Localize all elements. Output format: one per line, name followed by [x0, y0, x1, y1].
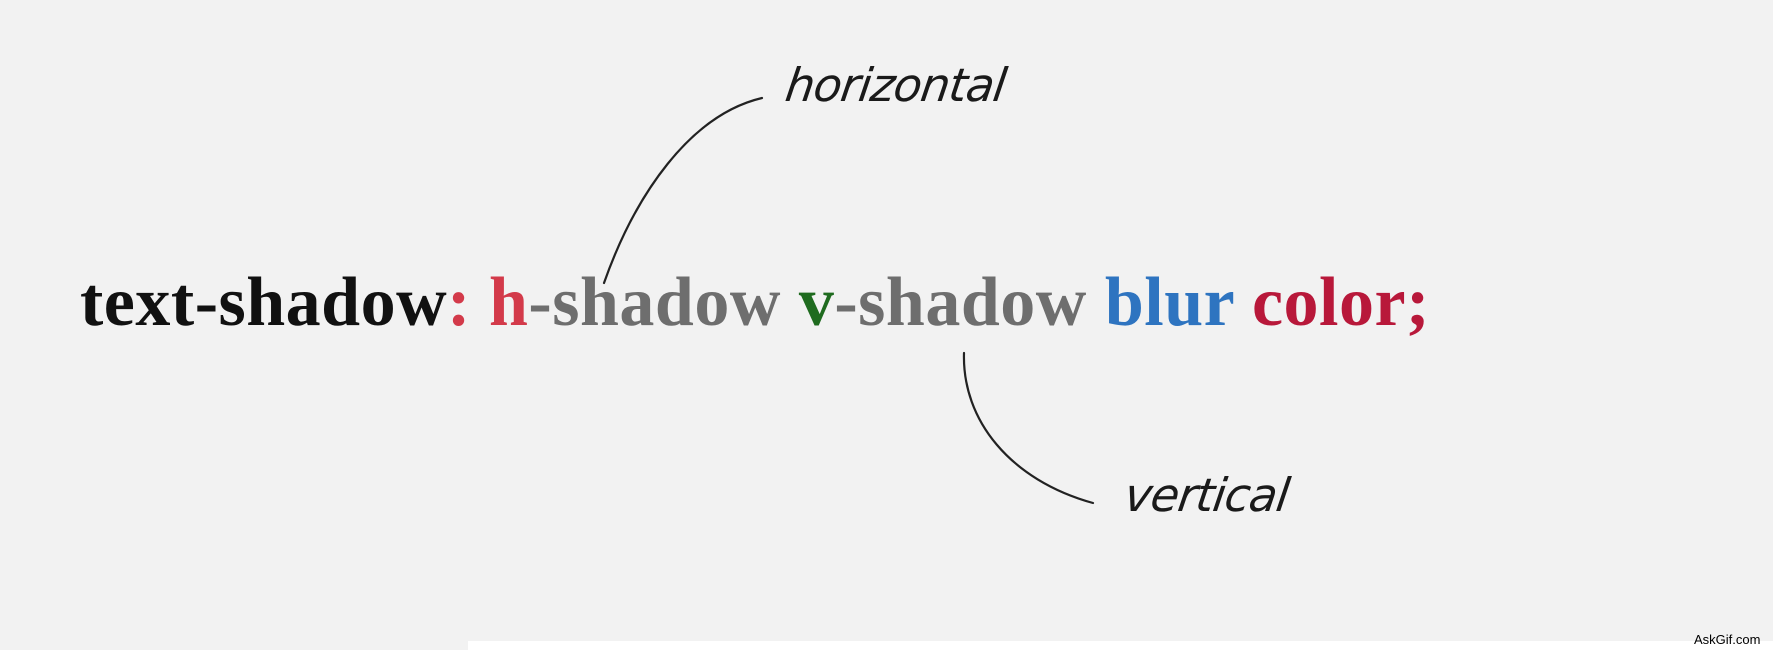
vertical-annotation: vertical: [1121, 468, 1293, 522]
h-letter: h: [488, 264, 529, 341]
text-shadow-syntax: text-shadow: h-shadow v-shadow blur colo…: [80, 268, 1430, 338]
v-letter: v: [798, 264, 835, 341]
horizontal-annotation: horizontal: [782, 58, 1010, 112]
v-shadow-rest: -shadow: [834, 264, 1087, 341]
colon: :: [447, 264, 471, 341]
diagram-background-strip: [0, 641, 468, 650]
blur-value: blur: [1104, 264, 1234, 341]
property-name: text-shadow: [80, 264, 448, 341]
watermark: AskGif.com: [1694, 632, 1761, 647]
color-value: color: [1251, 264, 1407, 341]
semicolon: ;: [1406, 264, 1430, 341]
h-shadow-rest: -shadow: [528, 264, 781, 341]
